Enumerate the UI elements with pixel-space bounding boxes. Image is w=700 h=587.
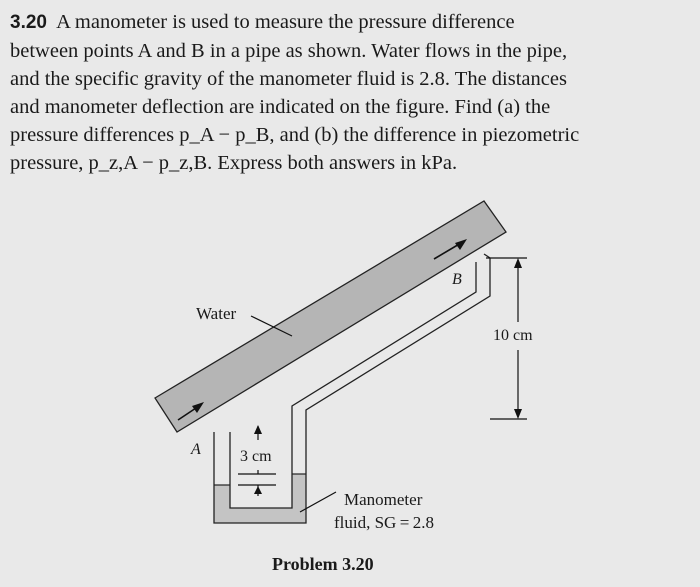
pipe — [154, 200, 507, 433]
manometer-fluid — [214, 474, 306, 523]
figure-caption: Problem 3.20 — [272, 554, 374, 574]
point-a-label: A — [190, 441, 201, 458]
problem-line-1: 3.20 A manometer is used to measure the … — [10, 8, 690, 37]
flow-arrow-icon — [433, 239, 467, 260]
problem-line-5: pressure differences p_A − p_B, and (b) … — [10, 124, 580, 146]
problem-line-2: between points A and B in a pipe as show… — [10, 40, 568, 62]
problem-statement: 3.20 A manometer is used to measure the … — [10, 8, 690, 177]
problem-line-6: pressure, p_z,A − p_z,B. Express both an… — [10, 152, 458, 174]
manometer-leader-line — [299, 491, 337, 513]
height-dimension — [486, 257, 527, 420]
flow-arrow-icon — [177, 402, 204, 421]
problem-text-1: A manometer is used to measure the press… — [56, 11, 515, 33]
deflection-dimension — [238, 425, 276, 496]
problem-number: 3.20 — [10, 12, 47, 33]
problem-line-3: and the specific gravity of the manomete… — [10, 68, 567, 90]
manometer-label-line-1: Manometer — [344, 490, 423, 509]
manometer-label-line-2: fluid, SG = 2.8 — [334, 513, 434, 532]
height-label: 10 cm — [493, 327, 533, 344]
deflection-label: 3 cm — [240, 448, 272, 465]
point-b-label: B — [452, 271, 462, 288]
problem-line-4: and manometer deflection are indicated o… — [10, 96, 551, 118]
water-label: Water — [196, 304, 236, 323]
water-leader-line — [250, 315, 293, 337]
